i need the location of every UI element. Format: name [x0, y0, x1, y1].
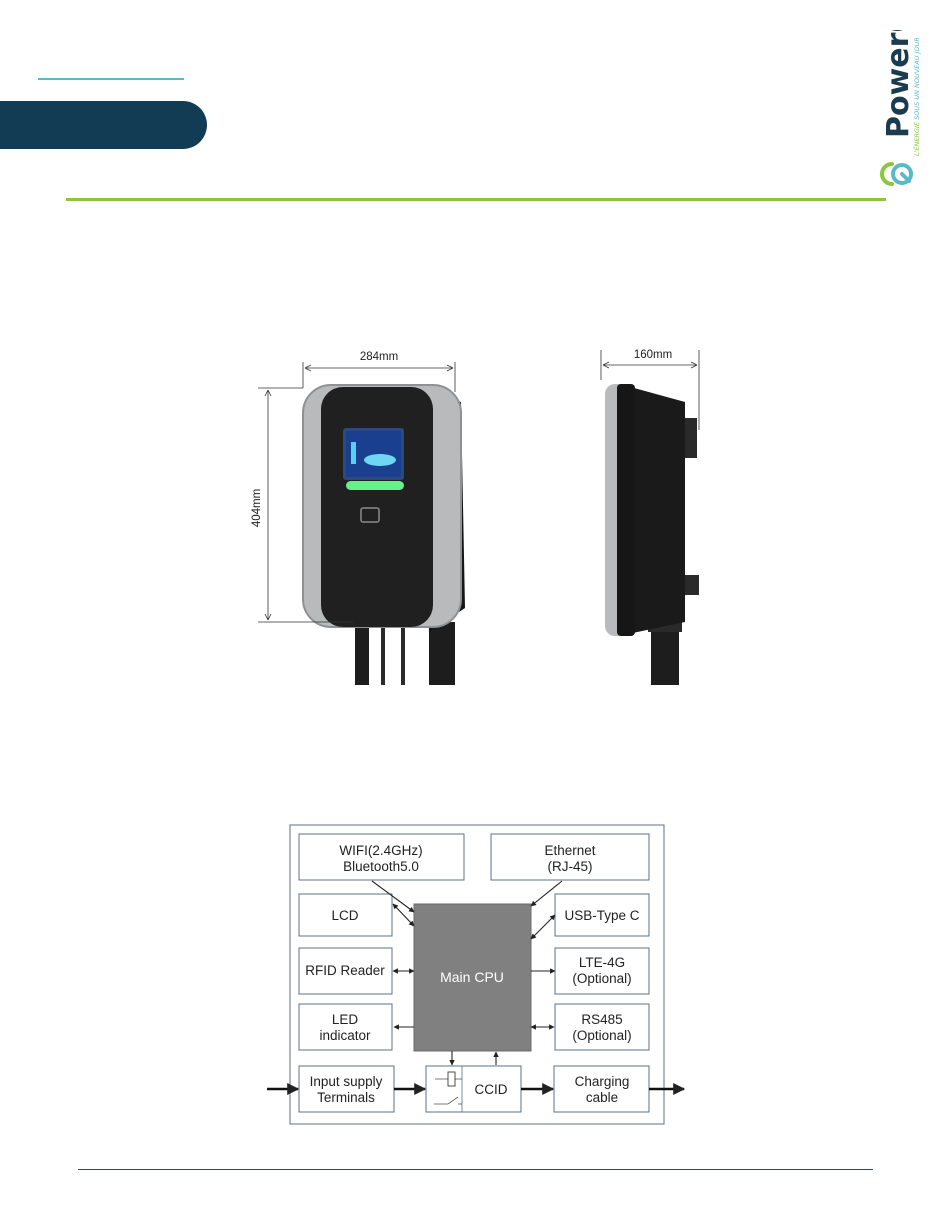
header-tab [0, 101, 207, 149]
svg-text:RFID Reader: RFID Reader [305, 963, 385, 978]
svg-text:Charging: Charging [575, 1074, 630, 1089]
charging-cable-block: Charging cable [554, 1066, 649, 1112]
svg-text:RS485: RS485 [581, 1012, 622, 1027]
powerq-logo: PowerQ L'ÉNERGIE SOUS UN NOUVEAU JOUR [878, 30, 940, 200]
svg-text:indicator: indicator [319, 1028, 371, 1043]
logo-tagline: L'ÉNERGIE SOUS UN NOUVEAU JOUR [912, 37, 921, 156]
main-cpu-block: Main CPU [414, 904, 531, 1051]
svg-text:USB-Type C: USB-Type C [564, 908, 639, 923]
svg-text:Terminals: Terminals [317, 1090, 375, 1105]
usb-type-c-block: USB-Type C [555, 894, 649, 936]
svg-text:Bluetooth5.0: Bluetooth5.0 [343, 859, 419, 874]
depth-dimension-label: 160mm [634, 349, 672, 361]
ethernet-block: Ethernet (RJ-45) [491, 834, 649, 880]
lte-4g-block: LTE-4G (Optional) [555, 948, 649, 994]
wifi-bluetooth-block: WIFI(2.4GHz) Bluetooth5.0 [299, 834, 464, 880]
svg-text:(Optional): (Optional) [572, 971, 631, 986]
svg-text:Input supply: Input supply [310, 1074, 383, 1089]
svg-text:LTE-4G: LTE-4G [579, 955, 625, 970]
logo-tagline-green: L'ÉNERGIE [912, 121, 921, 156]
svg-text:Main CPU: Main CPU [440, 969, 504, 985]
product-photo: 284mm 160mm 404mm [233, 340, 718, 685]
svg-text:LED: LED [332, 1012, 359, 1027]
width-dimension-label: 284mm [360, 351, 398, 363]
svg-text:LCD: LCD [331, 908, 358, 923]
block-diagram: WIFI(2.4GHz) Bluetooth5.0 Ethernet (RJ-4… [262, 822, 692, 1130]
logo-wordmark: PowerQ [881, 30, 916, 138]
logo-tagline-blue: SOUS UN NOUVEAU JOUR [913, 37, 921, 122]
svg-text:(Optional): (Optional) [572, 1028, 631, 1043]
header-divider [66, 198, 886, 201]
lcd-block: LCD [299, 894, 392, 936]
led-indicator-block: LED indicator [299, 1004, 392, 1050]
rs485-block: RS485 (Optional) [555, 1004, 649, 1050]
svg-text:WIFI(2.4GHz): WIFI(2.4GHz) [339, 843, 422, 858]
svg-text:CCID: CCID [475, 1082, 508, 1097]
header-accent-line [38, 78, 184, 80]
height-dimension-label: 404mm [251, 489, 263, 527]
ccid-block: CCID [426, 1066, 521, 1112]
svg-text:Ethernet: Ethernet [544, 843, 595, 858]
rfid-reader-block: RFID Reader [299, 948, 392, 994]
powerq-mark-icon [882, 164, 911, 184]
footer-divider [78, 1169, 873, 1170]
input-supply-block: Input supply Terminals [299, 1066, 394, 1112]
svg-text:(RJ-45): (RJ-45) [547, 859, 592, 874]
svg-text:cable: cable [586, 1090, 618, 1105]
